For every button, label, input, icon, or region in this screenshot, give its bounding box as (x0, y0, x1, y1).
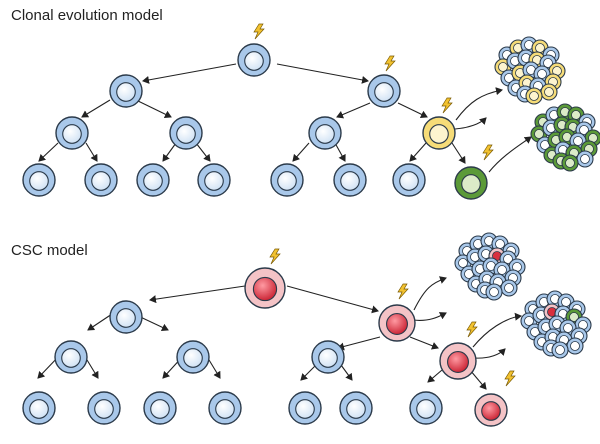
tumor-cluster-csc-a (454, 232, 526, 301)
arrows-layer (37, 63, 532, 390)
lightning-bolt-icon (504, 370, 516, 387)
straight-arrow-icon (38, 142, 59, 162)
curved-arrow-icon (488, 136, 532, 173)
straight-arrow-icon (87, 313, 113, 331)
cell-csc-l3 (439, 342, 477, 380)
straight-arrow-icon (135, 99, 172, 118)
straight-arrow-icon (336, 102, 371, 119)
cell-leaf-top-2 (136, 163, 170, 197)
straight-arrow-icon (469, 369, 487, 390)
cell-l3-c-top (308, 116, 342, 150)
cell-l3-c-bottom (311, 340, 345, 374)
cells-layer (22, 36, 600, 427)
lightning-bolt-icon (384, 55, 396, 72)
tumor-cluster-csc-b (520, 290, 592, 359)
cell-l3-a-bottom (54, 340, 88, 374)
straight-arrow-icon (451, 142, 466, 164)
straight-arrow-icon (286, 285, 379, 314)
cell-csc-leaf (474, 393, 508, 427)
straight-arrow-icon (409, 142, 427, 162)
lightning-bolt-icon (466, 321, 478, 338)
cell-l2-b-top (367, 74, 401, 108)
cell-leaf-top-4 (270, 163, 304, 197)
straight-arrow-icon (340, 364, 353, 381)
cell-leaf-top-3 (197, 163, 231, 197)
curved-arrow-icon (455, 87, 503, 121)
straight-arrow-icon (142, 63, 237, 84)
lightning-bolt-icon (482, 144, 494, 161)
cell-green-clone (454, 166, 488, 200)
lightning-layer (253, 23, 516, 387)
lightning-bolt-icon (441, 97, 453, 114)
straight-arrow-icon (195, 142, 211, 162)
straight-arrow-icon (409, 336, 439, 350)
cell-l3-a-top (55, 116, 89, 150)
cell-leaf-top-6 (392, 163, 426, 197)
cell-root-top (237, 43, 271, 77)
lightning-bolt-icon (253, 23, 265, 40)
straight-arrow-icon (85, 142, 98, 162)
cell-leaf-bottom-5 (339, 391, 373, 425)
cell-csc-root (244, 267, 286, 309)
curved-arrow-icon (473, 348, 506, 359)
curved-arrow-icon (412, 312, 447, 321)
title-clonal-evolution-model: Clonal evolution model (11, 7, 163, 24)
cell-leaf-bottom-4 (288, 391, 322, 425)
straight-arrow-icon (162, 142, 177, 162)
cell-l2-a-top (109, 74, 143, 108)
cell-leaf-top-5 (333, 163, 367, 197)
cell-l3-b-top (169, 116, 203, 150)
cell-leaf-bottom-0 (22, 391, 56, 425)
cell-leaf-bottom-6 (409, 391, 443, 425)
lightning-bolt-icon (269, 248, 281, 265)
cell-l3-b-bottom (176, 340, 210, 374)
title-csc-model: CSC model (11, 242, 88, 259)
tumor-cluster-green (530, 103, 600, 172)
cell-leaf-bottom-2 (143, 391, 177, 425)
cell-csc-l2 (378, 304, 416, 342)
curved-arrow-icon (413, 276, 447, 311)
cell-leaf-top-1 (84, 163, 118, 197)
cell-l2-a-bottom (109, 300, 143, 334)
tumor-cluster-yellow (494, 36, 566, 105)
cell-leaf-top-0 (22, 163, 56, 197)
cell-leaf-bottom-1 (87, 391, 121, 425)
straight-arrow-icon (397, 102, 428, 118)
cell-yellow-clone (422, 116, 456, 150)
straight-arrow-icon (276, 63, 369, 84)
straight-arrow-icon (81, 99, 111, 118)
straight-arrow-icon (334, 142, 346, 162)
straight-arrow-icon (337, 336, 381, 351)
lightning-bolt-icon (397, 283, 409, 300)
cell-leaf-bottom-3 (208, 391, 242, 425)
straight-arrow-icon (149, 285, 246, 304)
straight-arrow-icon (300, 364, 317, 381)
straight-arrow-icon (292, 142, 310, 162)
curved-arrow-icon (472, 312, 522, 348)
curved-arrow-icon (454, 117, 487, 130)
straight-arrow-icon (427, 369, 443, 383)
